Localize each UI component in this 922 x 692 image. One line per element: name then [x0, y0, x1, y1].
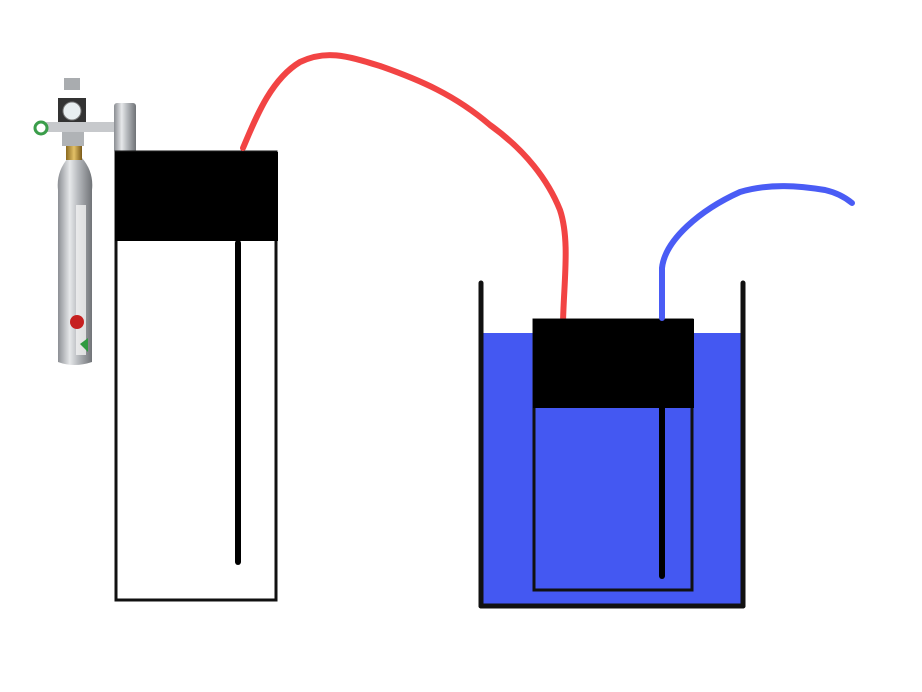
receiving-bottle-cap	[533, 319, 694, 408]
gas-line	[240, 52, 569, 325]
co2-cylinder-icon	[33, 78, 136, 365]
receiving-bottle	[532, 318, 694, 592]
regulator-icon	[33, 78, 136, 153]
source-bottle	[114, 150, 278, 602]
source-bottle-cap	[115, 152, 278, 241]
output-line	[659, 183, 855, 321]
